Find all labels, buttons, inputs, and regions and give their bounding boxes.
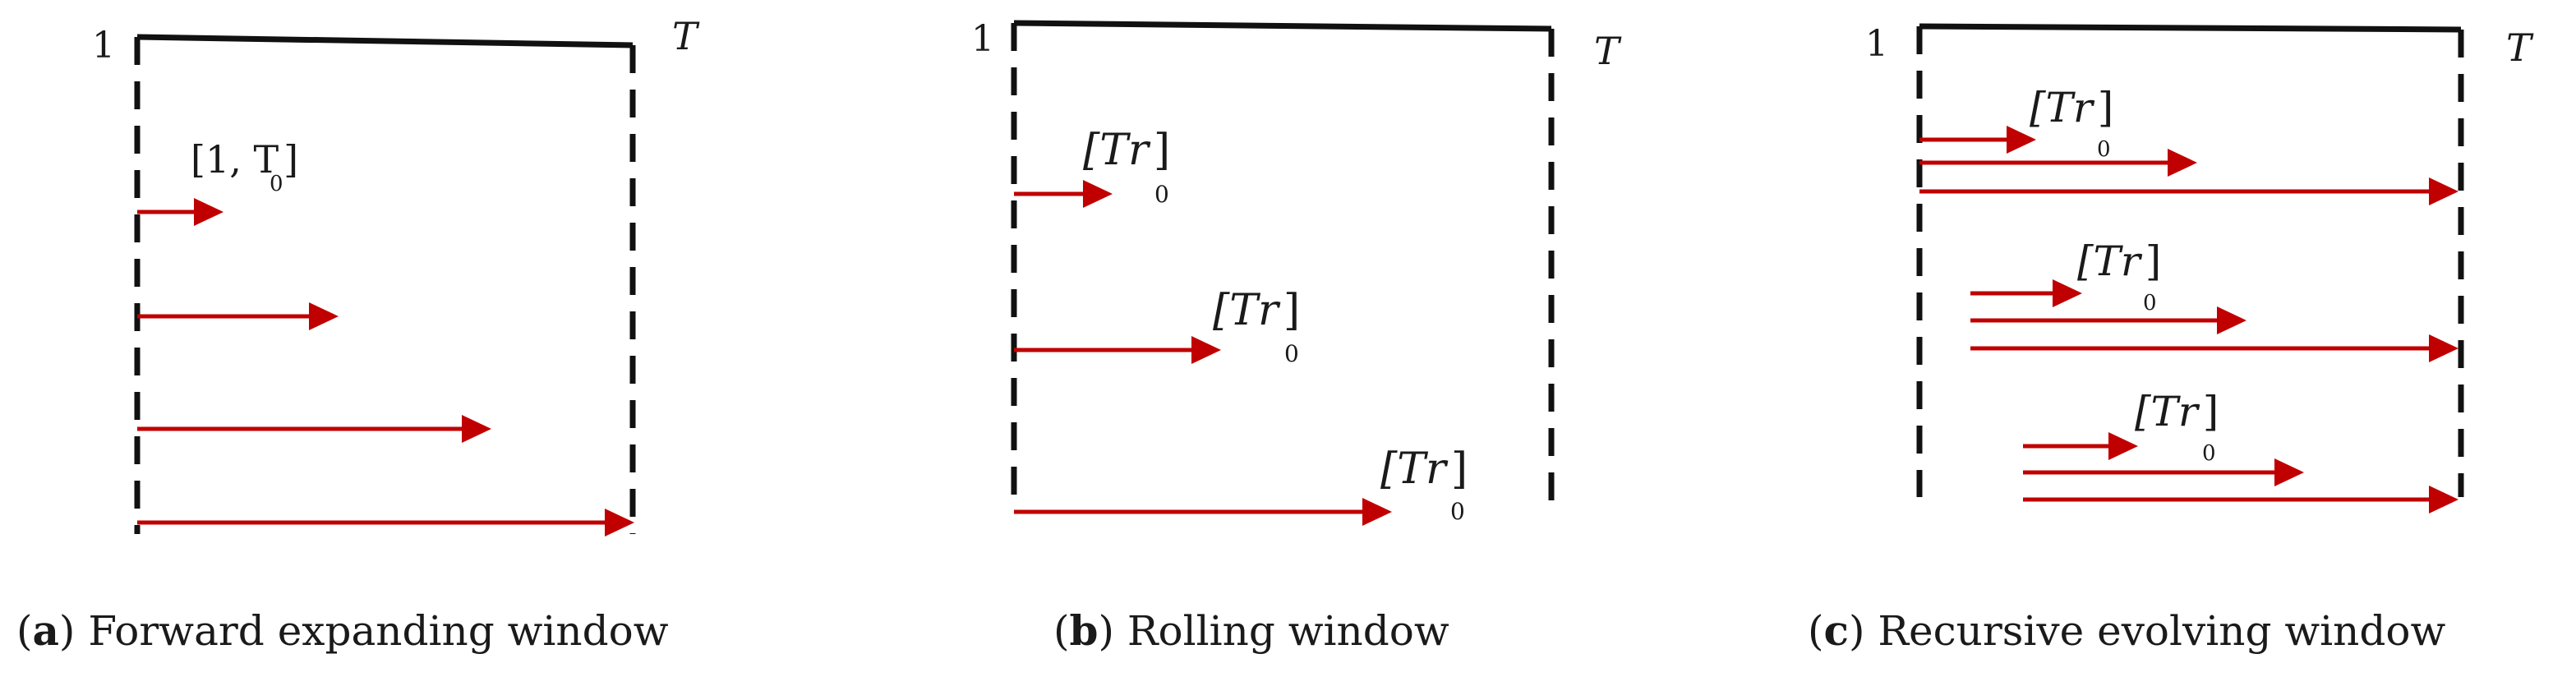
- svg-text:[Tr]: [Tr]: [1380, 444, 1468, 494]
- panel-c-caption: (c) Recursive evolving window: [1808, 606, 2445, 655]
- svg-text:[Tr]: [Tr]: [2135, 388, 2219, 435]
- panel-a-window-subscript: 0: [270, 172, 283, 196]
- panel-c-top-line: [1919, 23, 2462, 33]
- svg-text:[Tr]: [Tr]: [2030, 84, 2113, 131]
- svg-text:0: 0: [1154, 181, 1169, 208]
- panel-c-arrow-7: [2023, 432, 2138, 460]
- svg-text:0: 0: [1450, 498, 1465, 525]
- panel-c-arrow-8: [2023, 458, 2304, 486]
- panel-b-window-label-3: [Tr] 0: [1380, 444, 1468, 525]
- panel-c-arrow-5: [1970, 306, 2247, 334]
- panel-c-arrow-9: [2023, 486, 2458, 514]
- panel-b-caption: (b) Rolling window: [1053, 606, 1449, 655]
- panel-a-arrow-1: [137, 198, 223, 226]
- panel-b-end-label: T: [1594, 29, 1622, 73]
- svg-text:0: 0: [2097, 137, 2111, 162]
- panel-a-start-label: 1: [92, 25, 115, 67]
- panel-c-arrow-4: [1970, 279, 2082, 307]
- panel-c-arrow-2: [1919, 149, 2197, 177]
- panel-c-end-label: T: [2506, 25, 2534, 70]
- panel-b-arrow-2: [1014, 336, 1221, 364]
- panel-a-arrows: [137, 198, 634, 537]
- panel-c-arrows: [1919, 126, 2458, 514]
- panel-b-arrows: [1014, 180, 1392, 526]
- svg-text:0: 0: [2202, 441, 2216, 466]
- svg-text:0: 0: [1284, 340, 1299, 367]
- panel-c-arrow-6: [1970, 334, 2458, 362]
- panel-b-window-label-2: [Tr] 0: [1213, 286, 1300, 367]
- panel-b-top-line: [1013, 20, 1552, 32]
- panel-b-arrow-3: [1014, 498, 1392, 526]
- panel-a: 1 T [1, T] 0 (a) Forward expanding windo…: [16, 14, 700, 655]
- panel-b-start-label: 1: [971, 18, 994, 60]
- panel-a-end-label: T: [672, 14, 700, 58]
- svg-text:[Tr]: [Tr]: [2077, 237, 2161, 285]
- panel-c-start-label: 1: [1865, 23, 1888, 65]
- svg-text:[Tr]: [Tr]: [1083, 126, 1170, 175]
- panel-c-window-label-3: [Tr] 0: [2135, 388, 2219, 466]
- panel-c: 1 T [Tr] 0 [Tr] 0 [Tr] 0: [1808, 23, 2534, 655]
- panel-a-arrow-3: [137, 415, 491, 443]
- panel-a-top-line: [136, 34, 634, 48]
- panel-c-window-label-2: [Tr] 0: [2077, 237, 2161, 315]
- svg-text:0: 0: [2143, 291, 2157, 315]
- svg-text:[Tr]: [Tr]: [1213, 286, 1300, 335]
- panel-c-arrow-1: [1919, 126, 2036, 154]
- panel-c-arrow-3: [1919, 177, 2458, 205]
- panel-b: 1 T [Tr] 0 [Tr] 0 [Tr] 0: [971, 18, 1622, 655]
- panel-b-arrow-1: [1014, 180, 1113, 208]
- panel-a-arrow-4: [137, 509, 634, 537]
- panel-b-window-label-1: [Tr] 0: [1083, 126, 1170, 208]
- panel-a-caption: (a) Forward expanding window: [16, 606, 669, 655]
- panel-c-window-label-1: [Tr] 0: [2030, 84, 2113, 162]
- panel-a-arrow-2: [137, 302, 339, 330]
- panel-a-window-label: [1, T]: [191, 137, 298, 182]
